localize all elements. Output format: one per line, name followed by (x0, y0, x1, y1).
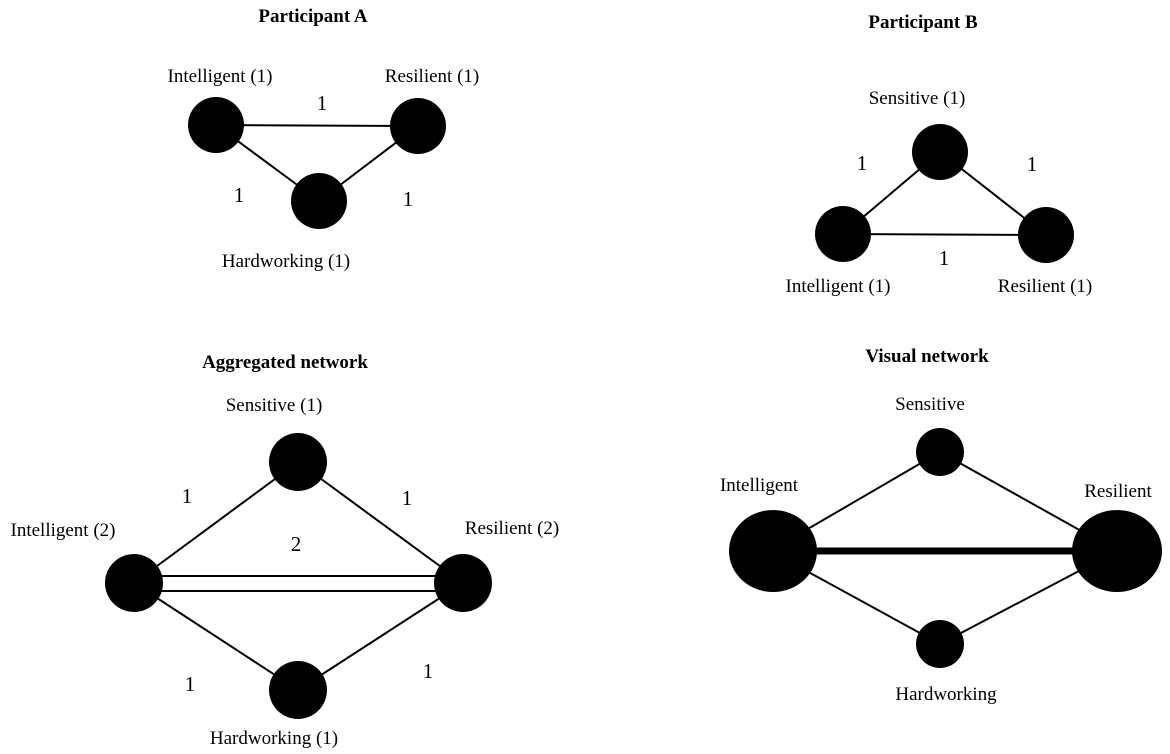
panel-title-participant-b: Participant B (868, 12, 978, 33)
node-resilient (434, 554, 492, 612)
edge-label-intelligent-sensitive: 1 (182, 484, 193, 508)
node-label-resilient: Resilient (1) (385, 66, 479, 87)
node-label-hardworking: Hardworking (895, 684, 997, 705)
node-intelligent (815, 206, 871, 262)
edge-label-hardworking-resilient: 1 (423, 659, 434, 683)
edge-intelligent-resilient (842, 233, 1047, 236)
node-resilient (1018, 207, 1074, 263)
panel-visual-network: Visual network Sensitive Intelligent Res… (720, 346, 1162, 705)
node-label-hardworking: Hardworking (1) (210, 728, 338, 749)
edge-label-intelligent-resilient: 2 (291, 532, 302, 556)
panel-title-aggregated-network: Aggregated network (202, 352, 368, 373)
panel-aggregated-network: Aggregated network Sensitive (1) Intelli… (11, 352, 560, 749)
edge-intelligent-sensitive (133, 461, 299, 584)
node-label-sensitive: Sensitive (1) (869, 88, 966, 109)
panel-title-visual-network: Visual network (865, 346, 989, 367)
node-hardworking (291, 173, 347, 229)
node-resilient (390, 98, 446, 154)
edge-label-sensitive-resilient: 1 (1027, 152, 1038, 176)
edge-sensitive-resilient (297, 461, 464, 584)
edge-hardworking-resilient (297, 582, 464, 691)
node-sensitive (269, 433, 327, 491)
node-label-intelligent: Intelligent (720, 475, 799, 496)
panel-title-participant-a: Participant A (258, 6, 368, 27)
node-sensitive (912, 124, 968, 180)
node-label-intelligent: Intelligent (1) (168, 66, 273, 87)
node-label-resilient: Resilient (1084, 481, 1152, 502)
node-hardworking (269, 661, 327, 719)
node-label-sensitive: Sensitive (1) (226, 395, 323, 416)
panel-participant-b: Participant B Sensitive (1) Intelligent … (786, 12, 1093, 297)
node-hardworking (916, 620, 964, 668)
node-label-hardworking: Hardworking (1) (222, 251, 350, 272)
node-label-resilient: Resilient (1) (998, 276, 1092, 297)
node-label-intelligent: Intelligent (2) (11, 520, 116, 541)
node-intelligent (105, 554, 163, 612)
node-resilient (1072, 510, 1162, 592)
panel-participant-a: Participant A Intelligent (1) Resilient … (168, 6, 480, 272)
edge-label-sensitive-resilient: 1 (402, 486, 413, 510)
edge-intelligent-hardworking (133, 582, 299, 691)
edge-label-intelligent-hardworking: 1 (234, 183, 245, 207)
edge-label-intelligent-hardworking: 1 (185, 672, 196, 696)
node-intelligent (729, 510, 817, 592)
edge-label-intelligent-resilient: 1 (939, 246, 950, 270)
node-sensitive (916, 428, 964, 476)
edge-label-intelligent-resilient: 1 (317, 91, 328, 115)
edge-intelligent-resilient (215, 124, 419, 127)
node-label-resilient: Resilient (2) (465, 518, 559, 539)
edge-label-hardworking-resilient: 1 (403, 187, 414, 211)
node-label-intelligent: Intelligent (1) (786, 276, 891, 297)
edge-label-sensitive-intelligent: 1 (857, 151, 868, 175)
node-intelligent (188, 97, 244, 153)
node-label-sensitive: Sensitive (895, 394, 965, 415)
